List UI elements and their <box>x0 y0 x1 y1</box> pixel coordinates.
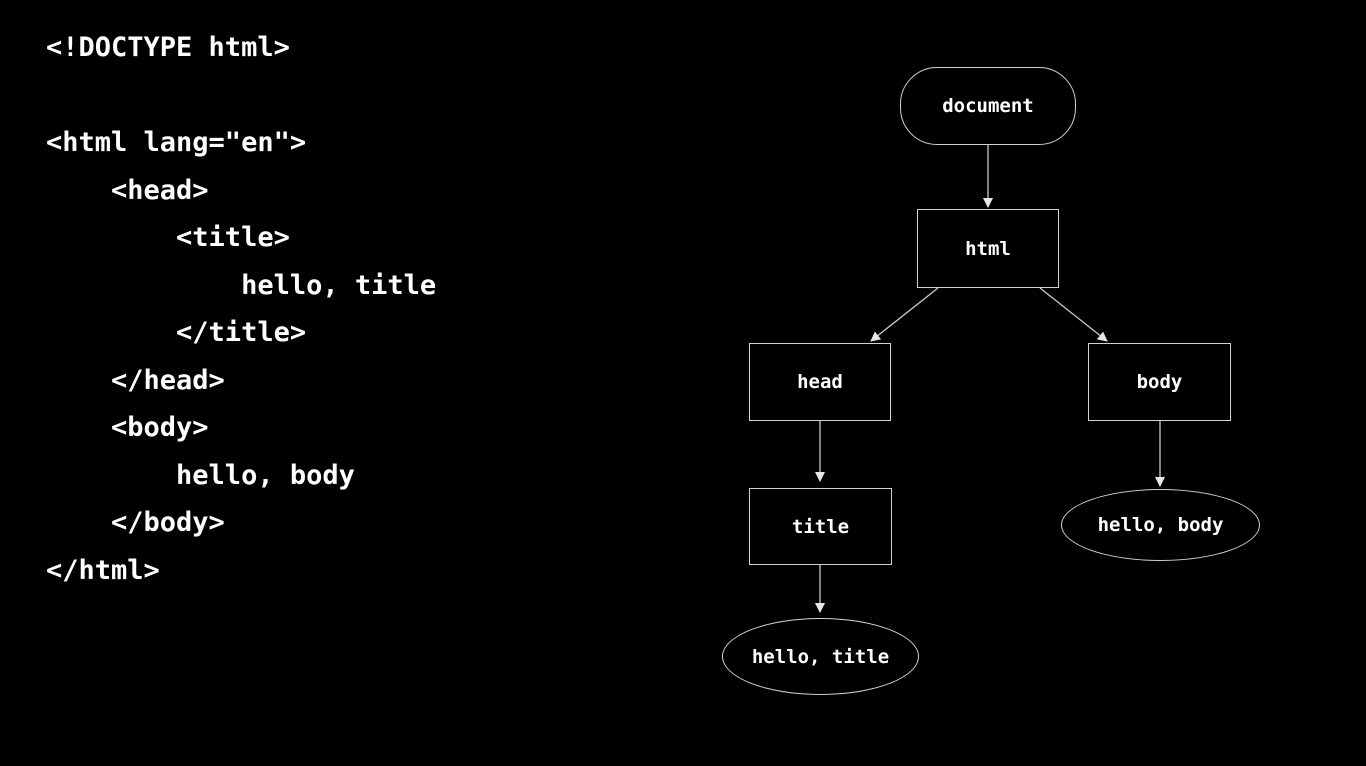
code-line: </html> <box>46 554 160 586</box>
node-title-label: title <box>791 515 850 538</box>
code-line: </body> <box>46 507 225 538</box>
node-html-label: html <box>965 237 1011 260</box>
node-hello-title-label: hello, title <box>751 645 890 668</box>
code-line: </head> <box>46 364 225 396</box>
node-hello-title: hello, title <box>722 618 919 695</box>
node-hello-body-label: hello, body <box>1097 514 1224 536</box>
code-line: <body> <box>46 412 209 443</box>
code-line: <head> <box>46 174 209 206</box>
node-body-label: body <box>1136 371 1183 393</box>
node-title: title <box>749 488 892 565</box>
node-head: head <box>749 343 891 421</box>
code-line: hello, body <box>46 459 355 491</box>
edge-html-head <box>870 287 939 342</box>
code-line: <!DOCTYPE html> <box>46 32 290 63</box>
code-line: hello, title <box>46 269 437 301</box>
node-document: document <box>900 67 1076 145</box>
code-line: <title> <box>46 222 290 253</box>
node-html: html <box>917 209 1059 288</box>
node-hello-body: hello, body <box>1061 489 1260 561</box>
code-panel: <!DOCTYPE html> <html lang="en"> <head> … <box>46 24 666 594</box>
node-body: body <box>1088 343 1231 421</box>
edge-html-body <box>1039 287 1108 342</box>
node-head-label: head <box>797 371 843 393</box>
node-document-label: document <box>942 95 1034 117</box>
code-line: <html lang="en"> <box>46 127 307 158</box>
code-line: </title> <box>46 317 307 348</box>
